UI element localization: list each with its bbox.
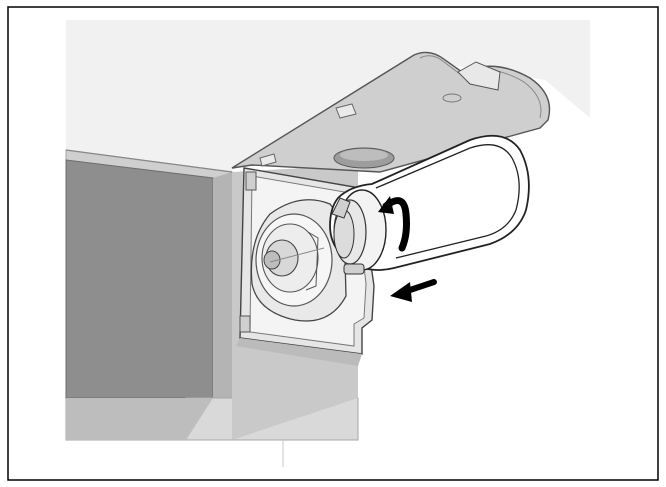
filter-socket xyxy=(250,199,347,322)
water-filter-cartridge xyxy=(329,134,530,275)
rotate-clockwise-arrow-icon xyxy=(378,196,410,252)
push-in-arrow-icon xyxy=(390,279,437,302)
background-wall xyxy=(66,20,590,172)
cabinet-left xyxy=(65,149,233,441)
